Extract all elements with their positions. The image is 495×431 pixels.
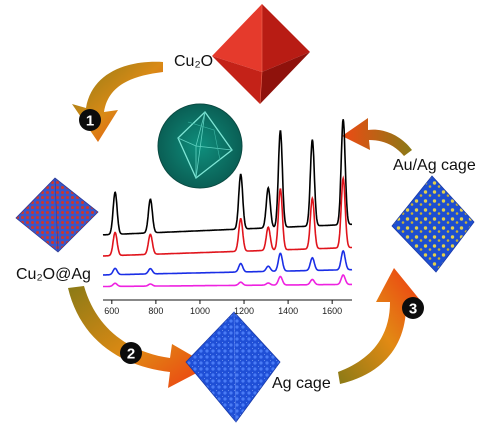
x-tick-label: 800	[148, 306, 163, 316]
step-1-badge: 1	[79, 109, 101, 131]
raman-spectrum-chart: 600 800 1000 1200 1400 1600	[102, 119, 353, 316]
label-ag-cage: Ag cage	[272, 375, 331, 392]
spectrum-line-4	[103, 274, 352, 288]
label-au-ag-cage: Au/Ag cage	[393, 157, 476, 174]
label-cu2o: Cu₂O	[174, 53, 213, 70]
cu2o-ag-octahedron-icon	[15, 177, 99, 253]
step-2-badge: 2	[120, 342, 142, 364]
step-1-number: 1	[86, 113, 94, 130]
sem-image-inset	[157, 103, 243, 189]
spectrum-line-2	[103, 175, 352, 257]
cu2o-octahedron-icon	[212, 4, 310, 105]
label-cu2o-ag: Cu₂O@Ag	[16, 266, 91, 283]
x-tick-label: 600	[104, 306, 119, 316]
x-tick-label: 1000	[190, 306, 210, 316]
x-tick-label: 1200	[234, 306, 254, 316]
spectrum-line-1	[102, 119, 352, 236]
step-3-badge: 3	[402, 297, 424, 319]
arrow-step-2	[68, 286, 210, 388]
arrow-step-3	[338, 268, 420, 384]
step-2-number: 2	[127, 346, 135, 363]
spectrum-line-3	[103, 249, 353, 276]
x-tick-label: 1400	[278, 306, 298, 316]
ag-cage-octahedron-icon	[185, 311, 281, 423]
arrow-to-spectrum	[342, 118, 412, 156]
step-3-number: 3	[409, 301, 417, 318]
au-ag-cage-octahedron-icon	[391, 175, 475, 273]
x-tick-label: 1600	[322, 306, 342, 316]
